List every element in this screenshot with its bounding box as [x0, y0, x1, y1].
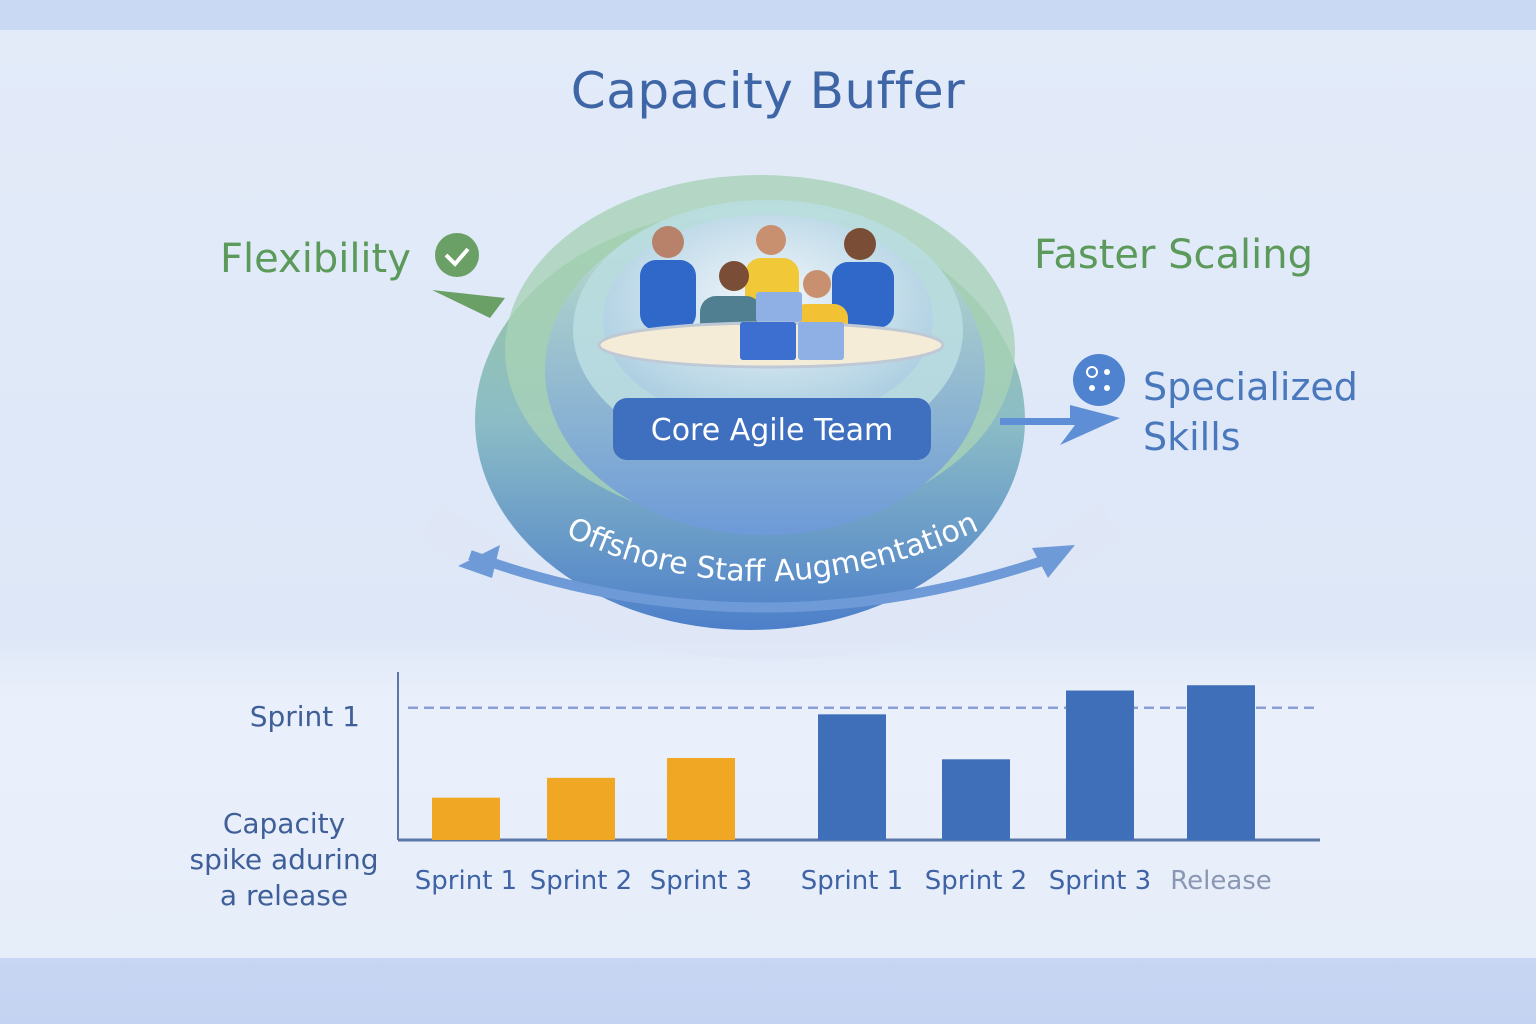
specialized-skills-line1: Specialized	[1143, 365, 1358, 409]
bar	[547, 777, 615, 840]
team-illustration	[597, 225, 945, 369]
bar	[942, 759, 1010, 840]
check-circle-icon	[435, 233, 479, 277]
y-axis-label: Capacity spike aduring a release	[180, 806, 388, 914]
bar	[818, 714, 886, 840]
flexibility-arrow	[432, 290, 505, 318]
x-tick-label: Sprint 2	[924, 866, 1028, 896]
specialized-skills-line2: Skills	[1143, 415, 1241, 459]
bar	[1066, 690, 1134, 840]
page-title: Capacity Buffer	[570, 62, 966, 120]
core-team-label: Core Agile Team	[651, 413, 894, 448]
skills-clock-icon	[1073, 354, 1125, 406]
bar	[667, 757, 735, 840]
skills-arrow	[1000, 405, 1120, 445]
reference-line-label: Sprint 1	[249, 700, 360, 733]
bar	[432, 797, 500, 840]
x-tick-label: Sprint 1	[414, 866, 518, 896]
y-axis-label-line: a release	[219, 879, 349, 912]
flexibility-label: Flexibility	[220, 236, 411, 282]
x-tick-label: Release	[1170, 866, 1272, 896]
specialized-skills-label: Specialized Skills	[1143, 362, 1358, 462]
x-tick-label: Sprint 1	[800, 866, 904, 896]
faster-scaling-label: Faster Scaling	[1034, 232, 1314, 278]
x-tick-label: Sprint 2	[529, 866, 633, 896]
curved-arrow-icon	[468, 550, 1062, 613]
y-axis-label-line: Capacity	[222, 807, 346, 840]
x-tick-label: Sprint 3	[1048, 866, 1152, 896]
bar	[1187, 685, 1255, 840]
x-tick-label: Sprint 3	[649, 866, 753, 896]
y-axis-label-line: spike aduring	[189, 843, 379, 876]
core-team-badge	[613, 398, 931, 460]
capacity-diagram: Core Agile Team Offshore Staff Augmentat…	[418, 175, 1125, 660]
